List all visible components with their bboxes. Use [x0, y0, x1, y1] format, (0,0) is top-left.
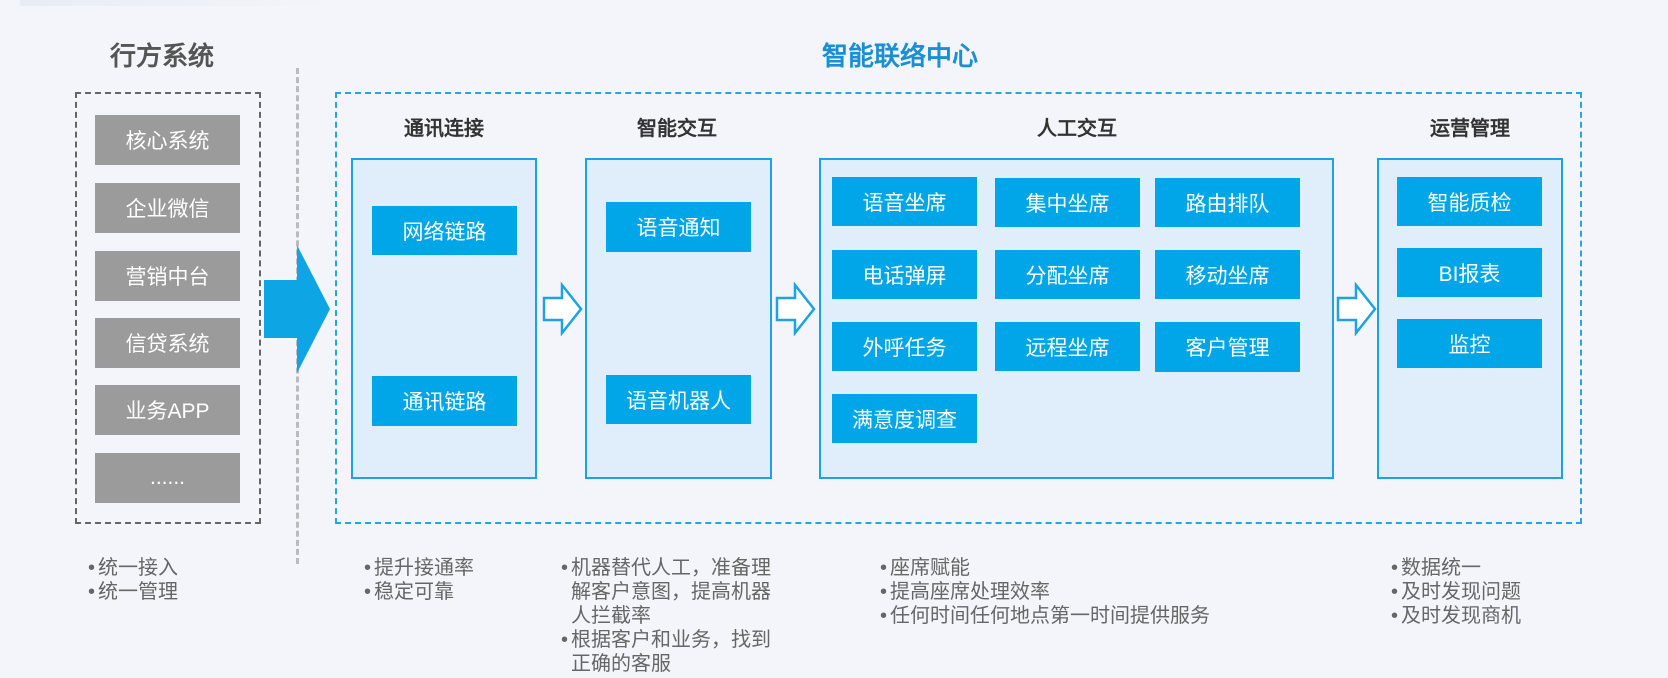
human-title: 人工交互 — [1037, 118, 1117, 140]
top-decor — [20, 0, 340, 6]
left-item-more: ...... — [95, 453, 240, 503]
flow-arrow-icon — [775, 282, 816, 336]
center-title: 智能联络中心 — [822, 41, 979, 71]
left-item-app: 业务APP — [95, 385, 240, 435]
monitoring-box: 监控 — [1397, 319, 1542, 368]
note-item: 提高座席处理效率 — [880, 580, 1280, 604]
flow-arrow-icon — [1336, 282, 1377, 336]
voice-seat-box: 语音坐席 — [832, 177, 977, 226]
left-system-group — [75, 92, 261, 524]
left-item-core: 核心系统 — [95, 115, 240, 165]
network-link-box: 网络链路 — [372, 206, 517, 255]
comm-title: 通讯连接 — [404, 118, 484, 140]
note-item: 座席赋能 — [880, 556, 1280, 580]
bi-report-box: BI报表 — [1397, 248, 1542, 297]
outbound-task-box: 外呼任务 — [832, 322, 977, 371]
ai-title: 智能交互 — [637, 118, 717, 140]
notes-left: 统一接入 统一管理 — [88, 556, 288, 604]
notes-ai: 机器替代人工，准备理解客户意图，提高机器人拦截率 根据客户和业务，找到正确的客服 — [561, 556, 789, 676]
notes-ops: 数据统一 及时发现问题 及时发现商机 — [1391, 556, 1591, 628]
voice-notice-box: 语音通知 — [606, 202, 751, 252]
left-title: 行方系统 — [110, 41, 215, 71]
notes-comm: 提升接通率 稳定可靠 — [364, 556, 564, 604]
big-arrow-icon — [264, 245, 330, 373]
note-item: 任何时间任何地点第一时间提供服务 — [880, 604, 1280, 628]
ops-title: 运营管理 — [1430, 118, 1510, 140]
notes-human: 座席赋能 提高座席处理效率 任何时间任何地点第一时间提供服务 — [880, 556, 1280, 628]
note-item: 及时发现问题 — [1391, 580, 1591, 604]
quality-inspection-box: 智能质检 — [1397, 177, 1542, 226]
center-group — [335, 92, 1582, 524]
left-item-marketing: 营销中台 — [95, 251, 240, 301]
voice-robot-box: 语音机器人 — [606, 375, 751, 424]
note-item: 统一管理 — [88, 580, 288, 604]
remote-seat-box: 远程坐席 — [995, 322, 1140, 371]
customer-mgmt-box: 客户管理 — [1155, 322, 1300, 372]
note-item: 及时发现商机 — [1391, 604, 1591, 628]
satisfaction-survey-box: 满意度调查 — [832, 394, 977, 443]
assign-seat-box: 分配坐席 — [995, 250, 1140, 299]
flow-arrow-icon — [542, 282, 583, 336]
screen-pop-box: 电话弹屏 — [832, 250, 977, 299]
note-item: 稳定可靠 — [364, 580, 564, 604]
note-item: 统一接入 — [88, 556, 288, 580]
mobile-seat-box: 移动坐席 — [1155, 250, 1300, 299]
note-item: 提升接通率 — [364, 556, 564, 580]
note-item: 数据统一 — [1391, 556, 1591, 580]
note-item: 根据客户和业务，找到正确的客服 — [561, 628, 789, 676]
comm-link-box: 通讯链路 — [372, 376, 517, 426]
routing-queue-box: 路由排队 — [1155, 178, 1300, 227]
note-item: 机器替代人工，准备理解客户意图，提高机器人拦截率 — [561, 556, 789, 628]
left-item-wechat: 企业微信 — [95, 183, 240, 233]
central-seat-box: 集中坐席 — [995, 178, 1140, 227]
left-item-credit: 信贷系统 — [95, 318, 240, 368]
